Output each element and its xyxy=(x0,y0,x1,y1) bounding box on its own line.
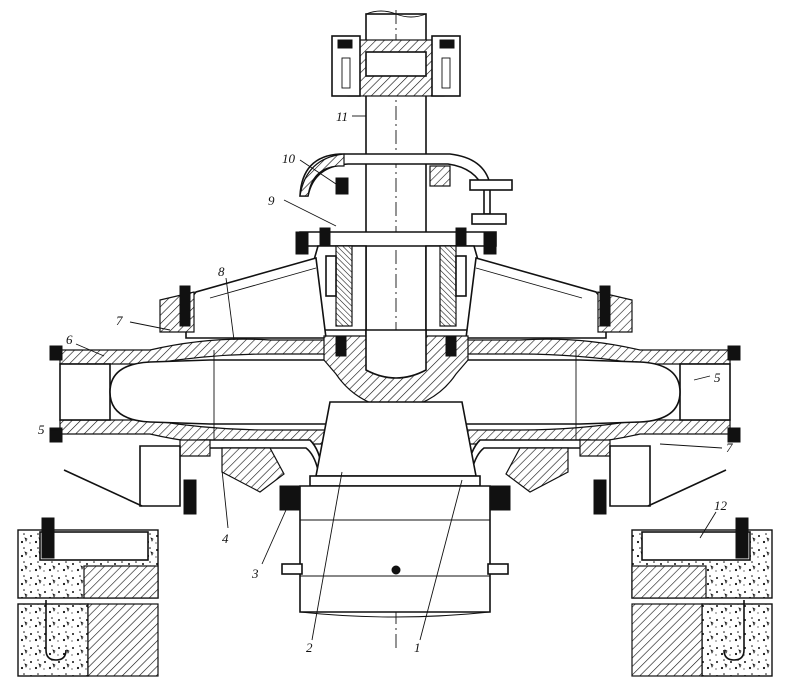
callout-12: 12 xyxy=(714,498,728,513)
callout-8: 8 xyxy=(218,264,225,279)
callout-9: 9 xyxy=(268,193,275,208)
foundation-right xyxy=(631,517,773,677)
suction-cone xyxy=(309,401,481,487)
shaft-coupling xyxy=(331,35,461,97)
leader-lines xyxy=(50,115,723,641)
callout-7-top: 7 xyxy=(116,313,123,328)
upper-casing xyxy=(159,256,633,339)
callout-4: 4 xyxy=(222,531,229,546)
packing-gland xyxy=(313,245,479,331)
impeller xyxy=(323,329,469,411)
callout-5-left: 5 xyxy=(38,422,45,437)
callout-1: 1 xyxy=(414,640,421,655)
guide-bearing-lower xyxy=(221,447,569,575)
callout-10: 10 xyxy=(282,151,296,166)
callout-7-right: 7 xyxy=(726,440,733,455)
callout-2: 2 xyxy=(306,640,313,655)
callout-3: 3 xyxy=(251,566,259,581)
callout-6: 6 xyxy=(66,332,73,347)
suction-pipe xyxy=(299,485,491,618)
callout-labels: 11 10 9 8 7 6 5 5 7 4 3 2 1 12 xyxy=(38,109,733,655)
callout-5-right: 5 xyxy=(714,370,721,385)
callout-11: 11 xyxy=(336,109,348,124)
foundation-left xyxy=(17,517,159,677)
bearing-housing xyxy=(295,153,513,255)
